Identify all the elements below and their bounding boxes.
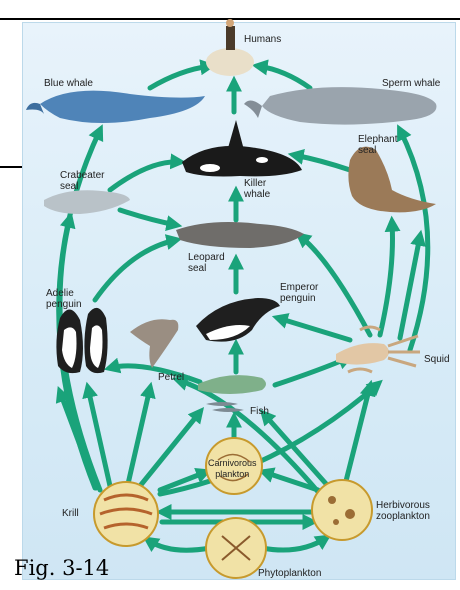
arrow-krill-petrel bbox=[128, 388, 150, 484]
krill-circle bbox=[94, 482, 158, 546]
blue-whale-label: Blue whale bbox=[44, 78, 93, 89]
arrow-crabeater-leopard bbox=[120, 210, 176, 225]
killer-whale-label: Killer whale bbox=[244, 178, 270, 200]
arrow-phyto-herb bbox=[262, 538, 326, 550]
leopard-seal-label: Leopard seal bbox=[188, 252, 225, 274]
leopard-seal-figure bbox=[176, 222, 304, 248]
arrow-spermwhale-humans bbox=[258, 66, 310, 88]
squid-label: Squid bbox=[424, 354, 450, 365]
blue-whale-figure bbox=[26, 91, 205, 123]
sperm-whale-label: Sperm whale bbox=[382, 78, 440, 89]
petrel-label: Petrel bbox=[158, 372, 184, 383]
crabeater-seal-figure bbox=[44, 190, 130, 214]
crabeater-seal-label: Crabeater seal bbox=[60, 170, 104, 192]
arrow-phyto-krill bbox=[148, 540, 210, 550]
phytoplankton-circle bbox=[206, 518, 266, 578]
figure-caption: Fig. 3-14 bbox=[14, 556, 109, 580]
arrow-squid-elephant bbox=[380, 222, 393, 335]
humans-figure bbox=[206, 19, 254, 76]
petrel-figure bbox=[130, 319, 178, 368]
arrow-bluewhale-humans bbox=[150, 66, 210, 88]
arrow-squid-emperor bbox=[278, 318, 350, 340]
emperor-penguin-label: Emperor penguin bbox=[280, 282, 318, 304]
emperor-penguin-figure bbox=[196, 298, 280, 342]
arrow-elephant-killer bbox=[294, 155, 350, 170]
elephant-seal-label: Elephant seal bbox=[358, 134, 397, 156]
herbivorous-zooplankton-circle bbox=[312, 480, 372, 540]
adelie-penguin-figure bbox=[56, 308, 107, 373]
krill-label: Krill bbox=[62, 508, 79, 519]
humans-label: Humans bbox=[244, 34, 281, 45]
arrow-adelie-leopard bbox=[95, 240, 176, 300]
elephant-seal-figure bbox=[348, 147, 436, 213]
fish-label: Fish bbox=[250, 406, 269, 417]
carnivorous-plankton-label: Carnivorous plankton bbox=[208, 458, 257, 480]
phytoplankton-label: Phytoplankton bbox=[258, 568, 321, 579]
adelie-penguin-label: Adelie penguin bbox=[46, 288, 82, 310]
killer-whale-figure bbox=[182, 120, 302, 177]
arrow-crabeater-killer bbox=[110, 162, 180, 190]
arrow-fish-adelie bbox=[110, 366, 200, 382]
herbivorous-zooplankton-label: Herbivorous zooplankton bbox=[376, 500, 430, 522]
arrow-krill-fish bbox=[140, 412, 200, 486]
sperm-whale-figure bbox=[244, 87, 436, 124]
